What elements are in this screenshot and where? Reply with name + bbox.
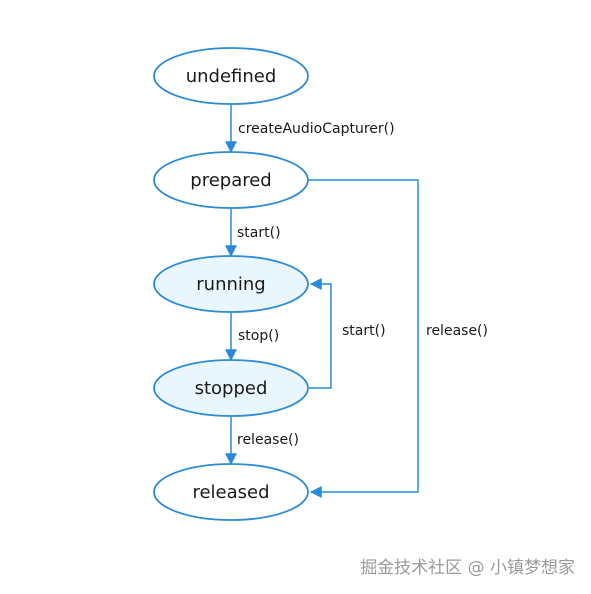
state-stopped-label: stopped xyxy=(195,378,268,399)
label-start-from-stopped: start() xyxy=(342,323,386,339)
state-undefined-label: undefined xyxy=(186,66,277,87)
state-released-label: released xyxy=(192,482,269,503)
edge-prepared-to-released xyxy=(309,179,419,498)
state-undefined: undefined xyxy=(153,47,309,105)
label-start-from-prepared: start() xyxy=(237,225,281,241)
edge-stopped-to-running xyxy=(309,278,332,389)
state-running: running xyxy=(153,255,309,313)
label-release-from-prepared: release() xyxy=(426,323,488,339)
state-running-label: running xyxy=(196,274,265,295)
state-prepared: prepared xyxy=(153,151,309,209)
state-stopped: stopped xyxy=(153,359,309,417)
label-create-audio-capturer: createAudioCapturer() xyxy=(238,121,395,137)
watermark-text: 掘金技术社区 @ 小镇梦想家 xyxy=(360,558,575,578)
label-release-from-stopped: release() xyxy=(237,432,299,448)
state-prepared-label: prepared xyxy=(190,170,271,191)
state-released: released xyxy=(153,463,309,521)
label-stop: stop() xyxy=(238,328,279,344)
